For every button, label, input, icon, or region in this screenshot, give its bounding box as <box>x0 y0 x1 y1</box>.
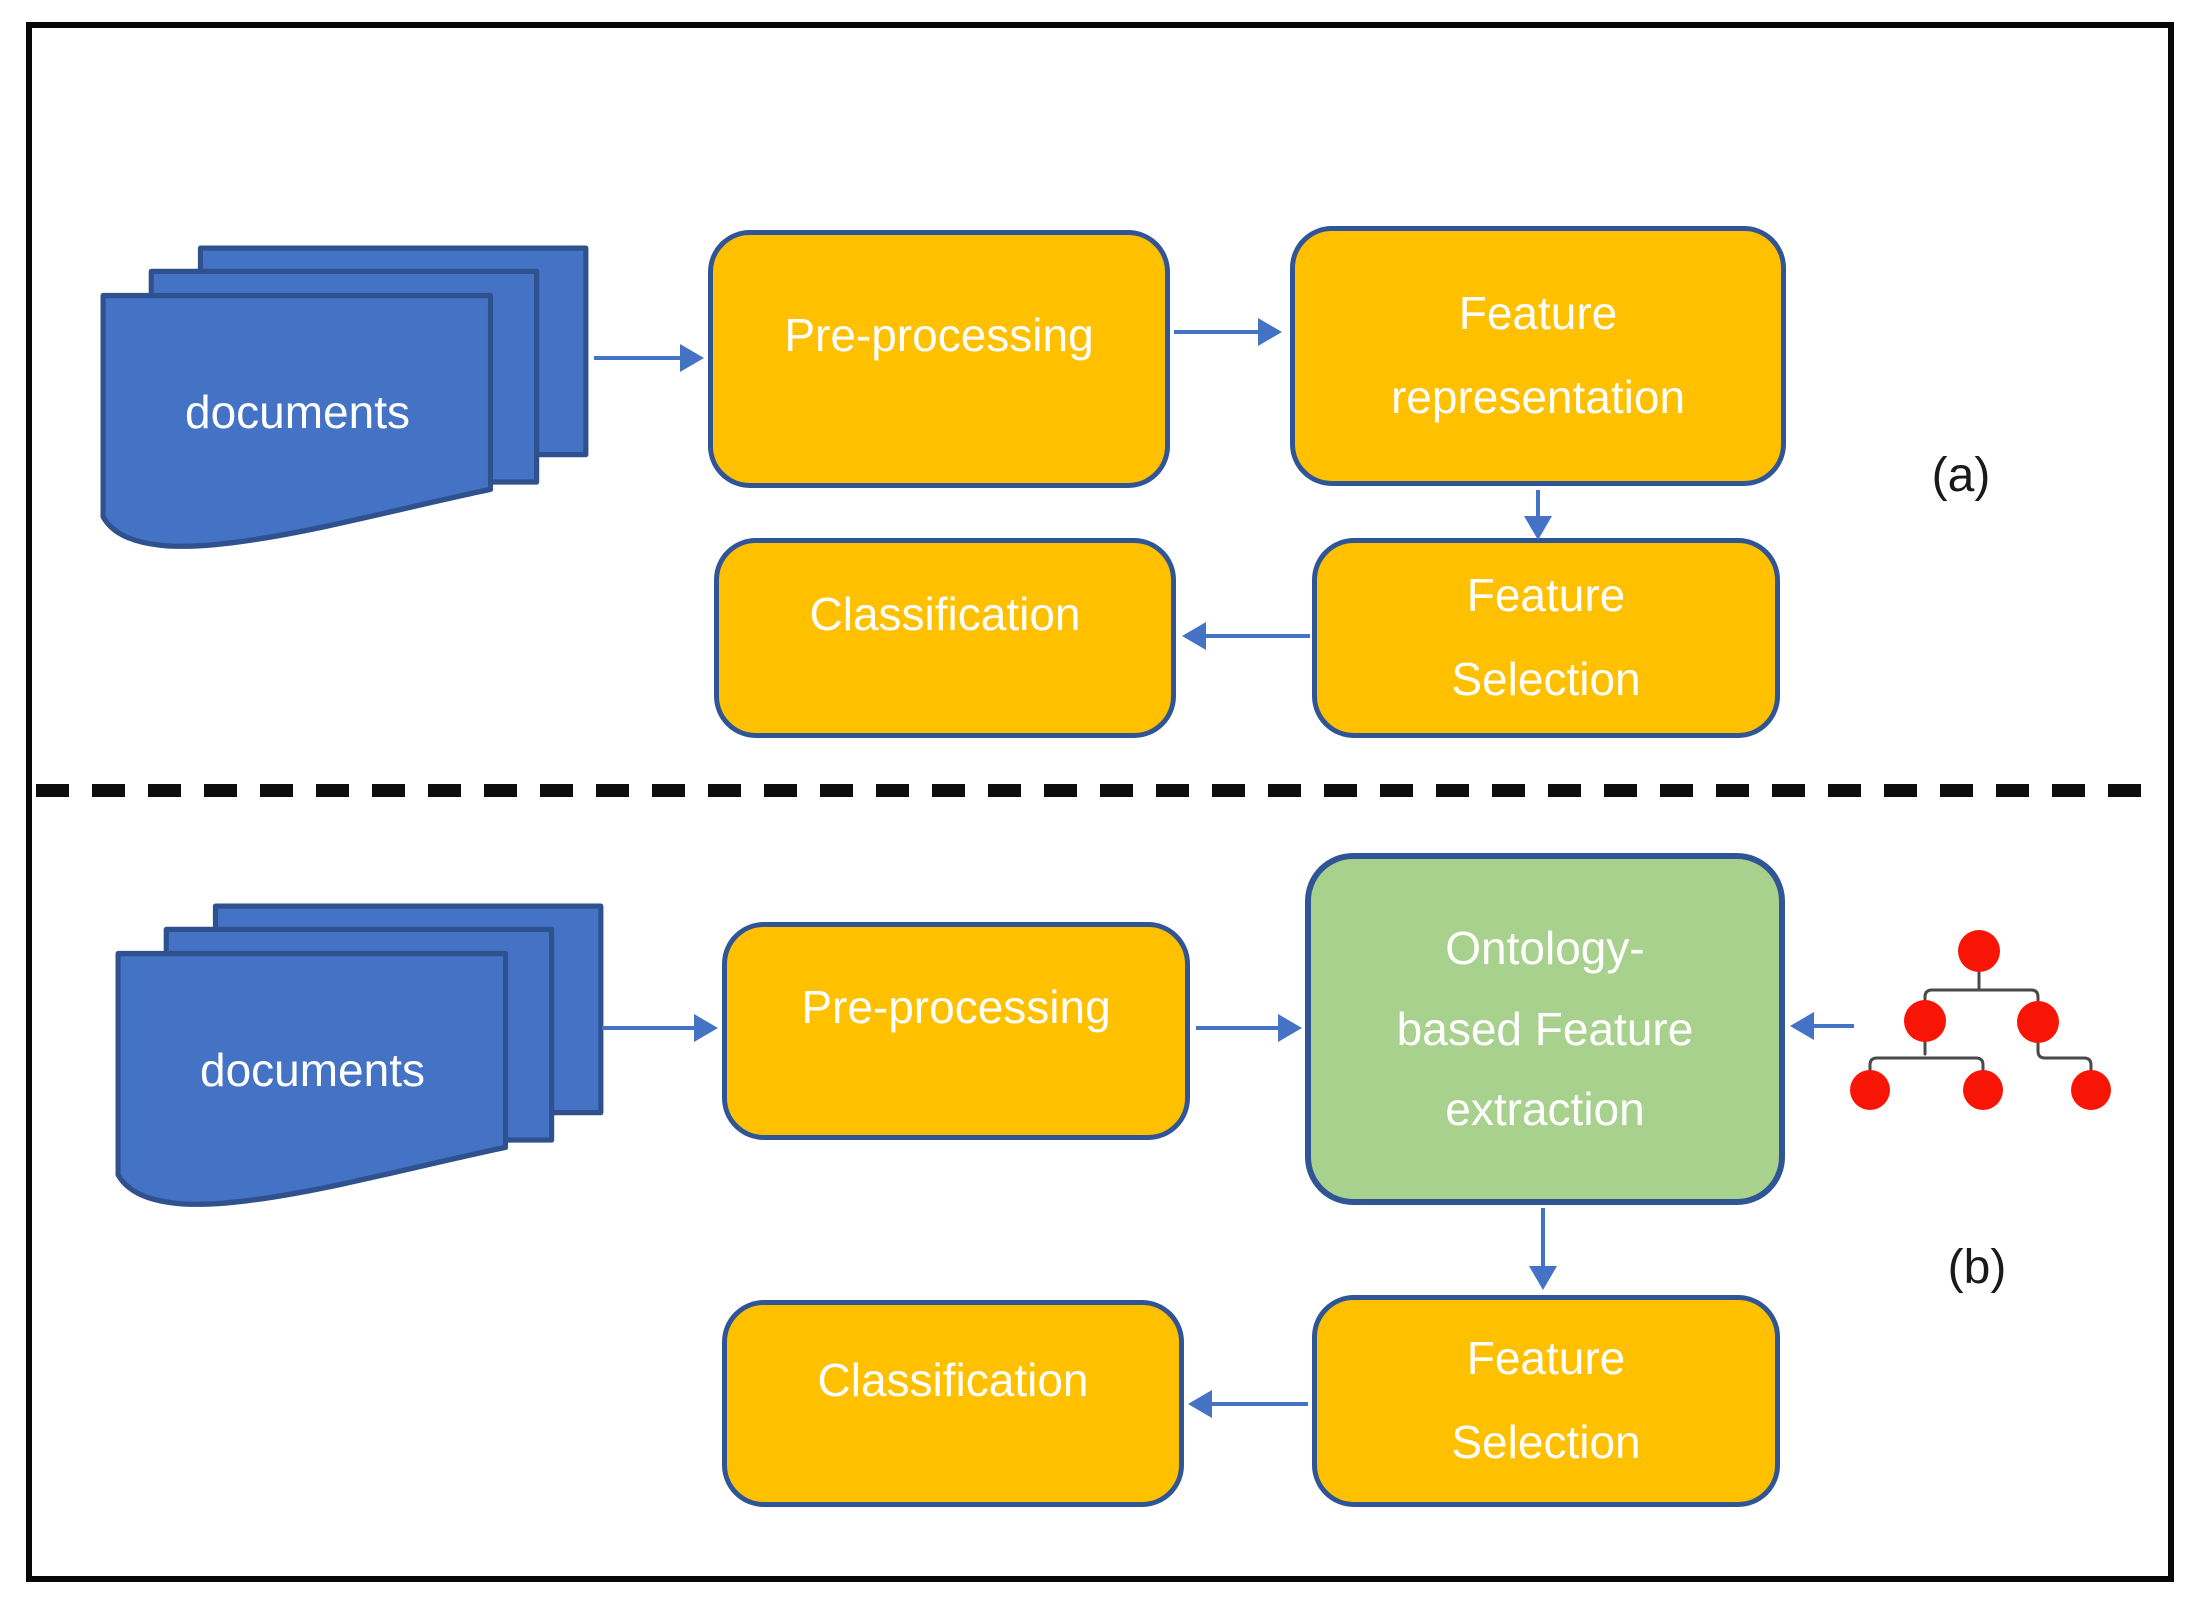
document-card-front <box>100 292 494 549</box>
documents-label-b: documents <box>199 1044 425 1096</box>
ontology-feature-extraction-box: Ontology- based Feature extraction <box>1305 853 1785 1205</box>
feature-selection-label-b-line2: Selection <box>1451 1416 1641 1468</box>
arrow-feature-representation-to-feature-selection <box>1536 490 1540 516</box>
pre-processing-label-a: Pre-processing <box>784 309 1094 362</box>
pre-processing-box-a: Pre-processing <box>708 230 1170 488</box>
classification-box-a: Classification <box>714 538 1176 738</box>
arrow-documents-to-preprocessing-b <box>602 1026 694 1030</box>
arrow-preprocessing-to-feature-representation <box>1174 330 1258 334</box>
tree-link <box>1868 1056 1985 1072</box>
section-b-tag: (b) <box>1947 1241 2007 1294</box>
pre-processing-label-b: Pre-processing <box>801 981 1111 1034</box>
tree-node <box>2071 1070 2111 1110</box>
tree-node <box>1963 1070 2003 1110</box>
tree-node-root <box>1958 930 2000 972</box>
tree-node <box>1850 1070 1890 1110</box>
classification-box-b: Classification <box>722 1300 1184 1507</box>
section-separator-dashed-line <box>36 784 2158 797</box>
ontology-tree-icon <box>1850 930 2111 1110</box>
tree-node <box>2017 1001 2059 1043</box>
arrow-documents-to-preprocessing-a <box>594 356 680 360</box>
feature-representation-label-line2: representation <box>1390 371 1686 423</box>
feature-selection-label-b-line1: Feature <box>1466 1332 1626 1385</box>
ontology-label-line1: Ontology- <box>1445 922 1645 975</box>
documents-stack-icon <box>100 245 589 549</box>
classification-label-a: Classification <box>809 588 1081 641</box>
tree-node <box>1904 1000 1946 1042</box>
tree-link <box>1923 988 2040 1003</box>
arrow-preprocessing-to-ontology-extraction <box>1196 1026 1278 1030</box>
ontology-label-line3: extraction <box>1445 1083 1645 1136</box>
section-a-tag: (a) <box>1931 449 1991 502</box>
arrow-feature-selection-to-classification-a <box>1206 634 1310 638</box>
document-card-front <box>115 950 509 1207</box>
arrow-feature-selection-to-classification-b <box>1212 1402 1308 1406</box>
arrow-tree-to-ontology-extraction <box>1814 1024 1854 1028</box>
ontology-label-line2: based Feature <box>1396 1002 1694 1055</box>
documents-stack-b: documents <box>115 903 607 1219</box>
documents-label-a: documents <box>184 386 410 438</box>
feature-selection-box-b: Feature Selection <box>1312 1295 1780 1507</box>
documents-stack-icon <box>115 903 604 1207</box>
feature-representation-box-a: Feature representation <box>1290 226 1786 486</box>
arrow-ontology-extraction-to-feature-selection <box>1541 1208 1545 1266</box>
feature-representation-label-line1: Feature <box>1458 287 1618 340</box>
pre-processing-box-b: Pre-processing <box>722 922 1190 1140</box>
feature-selection-label-a-line1: Feature <box>1466 569 1626 622</box>
feature-selection-label-a-line2: Selection <box>1451 653 1641 705</box>
documents-stack-a: documents <box>100 245 592 561</box>
tree-link <box>2036 1041 2093 1072</box>
feature-selection-box-a: Feature Selection <box>1312 538 1780 738</box>
classification-label-b: Classification <box>817 1353 1089 1406</box>
